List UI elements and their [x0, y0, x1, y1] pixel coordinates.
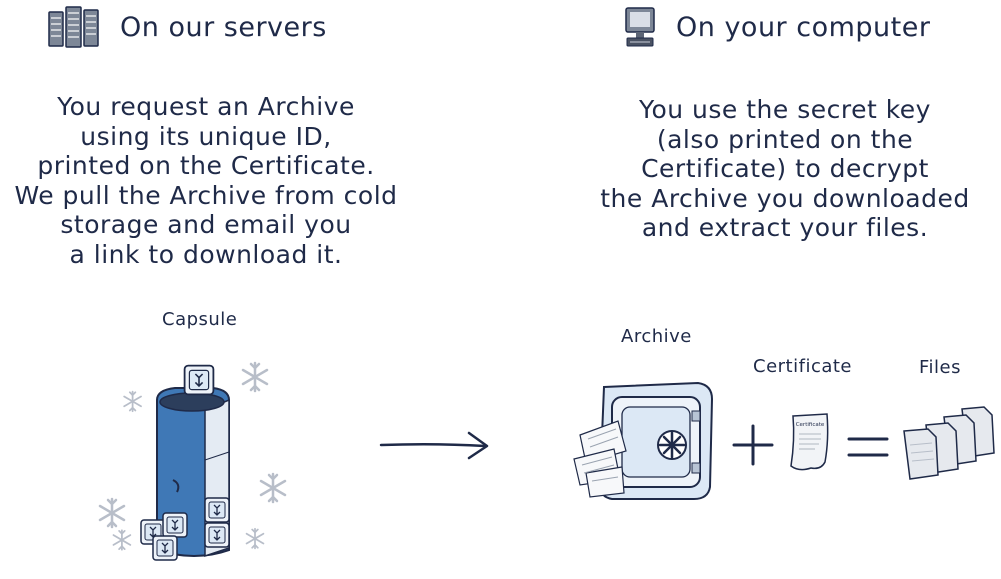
- snowflake-icon: [112, 529, 132, 551]
- servers-line: using its unique ID,: [80, 121, 332, 151]
- plus-operator: [728, 420, 778, 470]
- computer-heading: On your computer: [622, 4, 930, 50]
- equals-operator: [843, 428, 893, 464]
- snowflake-icon: [123, 390, 142, 413]
- servers-line: We pull the Archive from cold: [14, 180, 398, 210]
- servers-line: storage and email you: [60, 210, 352, 239]
- computer-line: You use the secret key: [639, 95, 931, 124]
- certificate-doc-title: Certificate: [796, 422, 825, 428]
- capsule-label: Capsule: [162, 309, 238, 330]
- servers-line: You request an Archive: [57, 92, 355, 121]
- archive-safe-illustration: [570, 375, 720, 505]
- computer-description: You use the secret key (also printed on …: [596, 95, 974, 243]
- computer-line: the Archive you downloaded: [600, 183, 970, 213]
- servers-description: You request an Archive using its unique …: [0, 92, 412, 269]
- servers-line: printed on the Certificate.: [37, 151, 375, 180]
- computer-heading-text: On your computer: [676, 11, 931, 43]
- archive-label: Archive: [621, 326, 692, 347]
- arrow-icon: [375, 425, 495, 465]
- certificate-document-icon: Certificate: [785, 410, 835, 475]
- snowflake-icon: [98, 497, 126, 529]
- servers-heading-text: On our servers: [120, 11, 327, 43]
- server-rack-icon: [46, 4, 102, 50]
- capsule-illustration: [95, 350, 305, 575]
- snowflake-icon: [245, 527, 265, 550]
- servers-heading: On our servers: [46, 4, 327, 50]
- desktop-computer-icon: [622, 4, 658, 50]
- certificate-label: Certificate: [753, 356, 852, 377]
- files-label: Files: [919, 357, 961, 378]
- computer-line: Certificate) to decrypt: [641, 154, 929, 183]
- files-stack-icon: [898, 405, 998, 480]
- servers-line: a link to download it.: [69, 239, 343, 269]
- computer-line: and extract your files.: [641, 213, 929, 242]
- snowflake-icon: [259, 472, 287, 504]
- snowflake-icon: [241, 361, 269, 393]
- computer-line: (also printed on the: [656, 124, 914, 154]
